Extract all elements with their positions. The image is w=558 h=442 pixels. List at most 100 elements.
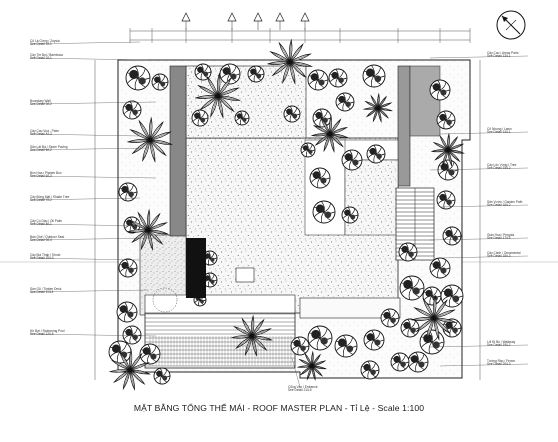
callout-title: Cỏ Nhung / Lawn xyxy=(487,127,512,131)
callout-ref: See Detail 9/L4 xyxy=(30,238,52,243)
tree-canopy xyxy=(300,142,316,158)
callout-ref: See Detail 17/L4 xyxy=(487,236,511,241)
callout-title: Cây Bóng Mát / Shade Tree xyxy=(30,195,70,199)
tree-canopy xyxy=(436,110,456,130)
callout-title: Tường Rào / Fence xyxy=(487,359,515,363)
callout-ref: See Detail 4/L3 xyxy=(30,132,52,137)
dark-planter xyxy=(186,238,206,298)
tree-canopy xyxy=(247,65,265,83)
tree-canopy xyxy=(366,144,386,164)
tree-canopy xyxy=(118,258,138,278)
callout-title: Cây Cau Vua - Palm xyxy=(30,129,59,133)
tree-canopy xyxy=(399,275,425,301)
callout-title: Giàn Hoa / Pergola xyxy=(487,233,515,237)
callout-ref: See Detail 13/L1 xyxy=(487,54,511,59)
callout-ref: See Detail 15/L2 xyxy=(487,166,511,171)
tree-canopy xyxy=(390,352,410,372)
palm-tree xyxy=(108,348,151,391)
leader-lines xyxy=(29,41,529,388)
wall-strips xyxy=(169,65,441,237)
tree-canopy xyxy=(283,105,301,123)
drawing-title: MẶT BẰNG TỔNG THỂ MÁI - ROOF MASTER PLAN… xyxy=(133,403,425,413)
tree-canopy xyxy=(151,73,169,91)
tree-canopy xyxy=(116,301,138,323)
tree-canopy xyxy=(328,68,348,88)
callout-title: Lối Đi Bộ / Walkway xyxy=(487,340,516,344)
callout-ref: See Detail 16/L2 xyxy=(487,203,511,208)
palm-tree xyxy=(410,294,457,341)
palm-tree xyxy=(310,114,349,153)
tree-canopy xyxy=(429,79,451,101)
palm-tree xyxy=(430,132,466,167)
callout-ref: See Detail 3/L2 xyxy=(30,102,52,107)
callout-ref: See Detail 5/L2 xyxy=(30,148,52,153)
palm-tree xyxy=(362,92,394,123)
callout-ref: See Detail 8/L1 xyxy=(30,222,52,227)
tree-canopy xyxy=(191,109,209,127)
callout-title: Bàn Ghế / Outdoor Seat xyxy=(30,235,65,239)
tree-canopy xyxy=(437,159,459,181)
tree-canopy xyxy=(422,286,442,306)
callout-title: Cổng Vào / Entrance xyxy=(288,385,318,389)
tree-canopy xyxy=(312,108,332,128)
tree-canopy xyxy=(400,318,420,338)
tree-canopy xyxy=(234,110,250,126)
tree-canopy xyxy=(398,242,418,262)
tree-canopy xyxy=(153,367,171,385)
tree-canopy xyxy=(307,69,329,91)
callout-title: Sàn Gỗ / Timber Deck xyxy=(30,287,62,291)
callout-title: Cây Lộc Vừng / Tree xyxy=(487,163,517,167)
callout-title: Cây Tre Bụi / Bambusa xyxy=(30,53,63,57)
callout-title: Cây Cọ Dầu / Oil Palm xyxy=(30,219,63,223)
tree-canopy xyxy=(362,64,386,88)
callout-title: Cây Cau / Areca Palm xyxy=(487,51,519,55)
palms xyxy=(108,38,466,391)
callout-ref: See Detail 12/L5 xyxy=(30,332,54,337)
callout-ref: See Detail 6/L3 xyxy=(30,174,52,179)
callout-title: Sân Vườn / Garden Path xyxy=(487,200,523,204)
callout-ref: See Detail 14/L1 xyxy=(487,130,511,135)
callout-ref: See Detail 1/L1 xyxy=(30,42,52,47)
tree-canopy xyxy=(194,63,212,81)
tree-canopy xyxy=(442,226,462,246)
palm-tree xyxy=(296,350,328,381)
tree-canopy xyxy=(429,257,451,279)
seating-ring xyxy=(152,287,178,313)
outdoor-seat xyxy=(235,267,255,283)
north-arrow-icon xyxy=(496,10,526,40)
tree-canopy xyxy=(122,325,142,345)
tree-canopy xyxy=(125,65,151,91)
callout-title: Boundary Wall xyxy=(30,99,51,103)
callout-ref: See Detail 7/L2 xyxy=(30,198,52,203)
callout-title: Cây Bụi Thấp / Shrub xyxy=(30,253,61,257)
callout-title: Sân Lát Đá / Stone Paving xyxy=(30,145,68,149)
callout-title: Hồ Bơi / Swimming Pool xyxy=(30,329,65,333)
palm-tree xyxy=(126,116,173,163)
tree-canopy xyxy=(380,308,400,328)
tree-canopy xyxy=(335,92,355,112)
tree-canopy xyxy=(219,63,241,85)
palm-tree xyxy=(194,72,241,119)
palm-tree xyxy=(230,314,273,357)
callout-ref: See Detail 2/L1 xyxy=(30,56,52,61)
tree-canopy xyxy=(407,351,429,373)
tree-canopy xyxy=(360,360,380,380)
